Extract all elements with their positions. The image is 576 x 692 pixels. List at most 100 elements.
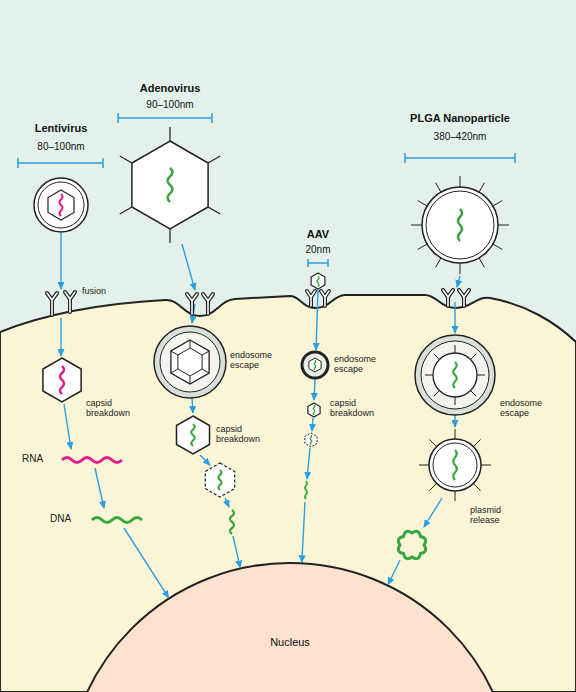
step-label: DNA bbox=[50, 513, 80, 525]
endosome bbox=[302, 352, 328, 378]
receptor-fill bbox=[47, 290, 469, 315]
endosome bbox=[154, 326, 226, 398]
vector-name: PLGA Nanoparticle bbox=[395, 112, 525, 125]
dimension-bar bbox=[18, 158, 103, 168]
particle-shell bbox=[422, 187, 498, 263]
plga-particle bbox=[411, 176, 509, 274]
plasmid-loop bbox=[398, 531, 425, 558]
surface-chains bbox=[411, 176, 509, 274]
arrow-connector bbox=[182, 244, 240, 568]
dna-strand bbox=[305, 481, 307, 499]
dna-strand bbox=[191, 424, 195, 446]
size-label: 380–420nm bbox=[395, 131, 525, 143]
particle-shell bbox=[429, 439, 481, 491]
nucleus-label: Nucleus bbox=[67, 636, 513, 649]
dimension-bar bbox=[405, 153, 515, 163]
lentivirus-particle bbox=[34, 178, 88, 232]
aav-endosome bbox=[302, 352, 328, 378]
arrow-segment bbox=[457, 276, 460, 287]
particle-inner bbox=[426, 191, 494, 259]
step-label: endosome escape bbox=[230, 350, 282, 371]
receptor-symbol bbox=[65, 292, 75, 312]
capsid bbox=[48, 190, 74, 220]
rna-strand bbox=[62, 458, 122, 463]
step-label: fusion bbox=[82, 286, 122, 296]
receptor-symbol bbox=[47, 293, 57, 315]
capsid bbox=[177, 416, 210, 454]
dimension-bar bbox=[308, 259, 328, 267]
capsid bbox=[311, 273, 325, 289]
arrow-segment bbox=[233, 536, 240, 568]
receptor-symbol bbox=[203, 294, 213, 314]
arrow-segment bbox=[302, 502, 305, 562]
endosome-inner bbox=[160, 332, 220, 392]
endosome-inner bbox=[421, 341, 489, 409]
receptor-symbol bbox=[203, 294, 213, 314]
capsid bbox=[171, 340, 209, 384]
capsid-inner bbox=[178, 348, 202, 376]
surface-chains bbox=[419, 429, 491, 501]
capsid bbox=[308, 403, 320, 417]
fiber-spikes bbox=[120, 127, 220, 243]
dna-strand bbox=[313, 405, 315, 415]
receptor-symbol bbox=[65, 292, 75, 312]
arrow-segment bbox=[64, 404, 71, 449]
receptor-symbol bbox=[47, 293, 57, 315]
dna-strand bbox=[230, 510, 234, 534]
lentivirus-capsid bbox=[43, 358, 81, 402]
arrow-segment bbox=[307, 448, 310, 479]
broken-capsid bbox=[305, 433, 317, 447]
capsid bbox=[43, 358, 81, 402]
adenovirus-endosome bbox=[154, 326, 226, 398]
particle-inner bbox=[433, 443, 477, 487]
receptor-symbol bbox=[443, 290, 453, 306]
receptor-symbol bbox=[459, 290, 469, 306]
arrow-segment bbox=[314, 379, 315, 400]
endosome bbox=[415, 335, 495, 415]
step-label: plasmid release bbox=[470, 505, 522, 526]
particle-shell bbox=[433, 353, 477, 397]
receptor-symbol bbox=[443, 290, 453, 306]
aav-broken-capsid bbox=[305, 433, 317, 447]
adenovirus-particle bbox=[120, 127, 220, 243]
vector-name: AAV bbox=[293, 228, 343, 241]
vector-node: Adenovirus90–100nm bbox=[110, 80, 230, 244]
plasmid-strand bbox=[453, 450, 457, 480]
arrow-segment bbox=[124, 528, 169, 598]
arrow-segment bbox=[60, 233, 61, 289]
arrow-segment bbox=[192, 304, 195, 323]
plga-endosome bbox=[415, 335, 495, 415]
arrow-segment bbox=[192, 398, 193, 413]
arrow-segment bbox=[95, 468, 104, 508]
envelope bbox=[34, 178, 88, 232]
adenovirus-capsid bbox=[177, 416, 210, 454]
arrow-segment bbox=[388, 560, 400, 585]
step-label: capsid breakdown bbox=[330, 398, 382, 419]
aav-particle bbox=[311, 273, 325, 289]
size-label: 90–100nm bbox=[110, 99, 230, 111]
surface-chains bbox=[425, 345, 485, 405]
arrow-segment bbox=[200, 455, 210, 465]
aav-capsid bbox=[308, 403, 320, 417]
dna-strand bbox=[310, 435, 312, 445]
rna-strand bbox=[60, 366, 64, 394]
receptor-symbol bbox=[321, 291, 329, 306]
receptor-outline bbox=[47, 290, 469, 315]
size-label: 80–100nm bbox=[10, 141, 112, 153]
arrow-segment bbox=[454, 415, 455, 427]
broken-capsid bbox=[205, 463, 234, 497]
arrow-connector bbox=[61, 233, 169, 598]
arrow-connector bbox=[388, 276, 460, 585]
step-label: endosome escape bbox=[334, 354, 386, 375]
capsid bbox=[132, 141, 208, 229]
arrow-segment bbox=[312, 418, 313, 431]
step-label: capsid breakdown bbox=[216, 424, 268, 445]
receptors bbox=[47, 290, 469, 315]
vector-node: AAV20nm bbox=[293, 228, 343, 290]
dna-strand bbox=[219, 470, 222, 490]
receptor-symbol bbox=[321, 291, 329, 306]
rna-strand bbox=[60, 194, 63, 216]
receptor-symbol bbox=[459, 290, 469, 306]
envelope-inner bbox=[38, 182, 84, 228]
arrow-segment bbox=[316, 290, 318, 350]
